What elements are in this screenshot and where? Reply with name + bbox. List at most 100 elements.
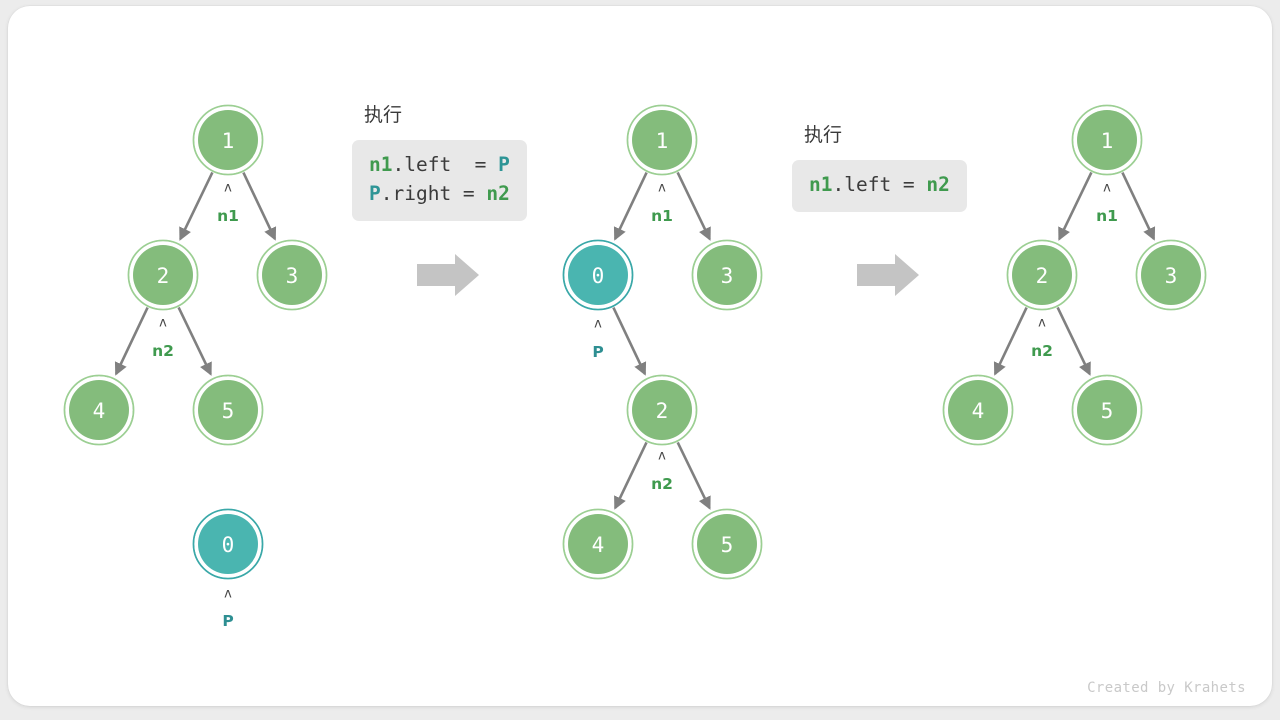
caret-icon: ʌ: [658, 449, 666, 464]
tree-node-1[interactable]: 1: [626, 104, 698, 176]
node-body: [262, 245, 322, 305]
pointer-n1: ʌn1: [1096, 181, 1118, 226]
tree-node-0[interactable]: 0: [192, 508, 264, 580]
node-outer-ring: [691, 239, 763, 311]
node-gap-ring: [65, 376, 133, 444]
tree-edge: [1058, 171, 1093, 241]
code-token: n2: [926, 173, 950, 196]
caret-icon: ʌ: [1103, 181, 1111, 196]
tree-edge: [676, 441, 711, 510]
node-value-label: 0: [222, 533, 235, 557]
tree-edge: [993, 306, 1028, 376]
tree-edge: [177, 306, 212, 376]
tree-node-3[interactable]: 3: [256, 239, 328, 311]
node-gap-ring: [693, 241, 761, 309]
caret-icon: ʌ: [159, 316, 167, 331]
node-body: [632, 380, 692, 440]
node-value-label: 2: [1036, 264, 1049, 288]
node-body: [1077, 380, 1137, 440]
tree-node-4[interactable]: 4: [63, 374, 135, 446]
pointer-label-text: n2: [152, 342, 174, 360]
node-gap-ring: [1137, 241, 1205, 309]
tree-node-5[interactable]: 5: [691, 508, 763, 580]
node-gap-ring: [564, 241, 632, 309]
node-gap-ring: [628, 376, 696, 444]
node-body: [198, 380, 258, 440]
pointer-p: ʌP: [222, 587, 233, 631]
node-value-label: 3: [286, 264, 299, 288]
node-outer-ring: [192, 508, 264, 580]
node-value-label: 2: [157, 264, 170, 288]
pointer-label-text: P: [222, 612, 233, 630]
node-gap-ring: [944, 376, 1012, 444]
node-body: [568, 245, 628, 305]
credit-text: Created by Krahets: [1087, 680, 1246, 696]
code-token: n1: [809, 173, 833, 196]
node-outer-ring: [942, 374, 1014, 446]
node-body: [198, 110, 258, 170]
tree-edge: [179, 171, 214, 241]
node-value-label: 1: [222, 129, 235, 153]
tree-node-2[interactable]: 2: [626, 374, 698, 446]
node-outer-ring: [626, 374, 698, 446]
node-value-label: 4: [592, 533, 605, 557]
tree-node-0[interactable]: 0: [562, 239, 634, 311]
node-body: [1012, 245, 1072, 305]
node-gap-ring: [1008, 241, 1076, 309]
node-value-label: 4: [972, 399, 985, 423]
pointer-label-text: n2: [651, 475, 673, 493]
step-arrow-2: [417, 254, 479, 296]
node-gap-ring: [628, 106, 696, 174]
node-value-label: 5: [1101, 399, 1114, 423]
node-gap-ring: [194, 106, 262, 174]
code-line: n1.left = n2: [809, 171, 950, 200]
tree-node-5[interactable]: 5: [1071, 374, 1143, 446]
tree-edge: [676, 171, 711, 241]
node-body: [1141, 245, 1201, 305]
caret-icon: ʌ: [594, 317, 602, 332]
step-3-title: 执行: [804, 124, 843, 146]
code-token: .left =: [832, 173, 927, 196]
tree-node-3[interactable]: 3: [691, 239, 763, 311]
node-value-label: 5: [721, 533, 734, 557]
pointer-n2: ʌ n2: [152, 316, 174, 361]
node-outer-ring: [256, 239, 328, 311]
tree-edge: [614, 441, 648, 510]
tree-node-1[interactable]: 1: [1071, 104, 1143, 176]
tree-node-4[interactable]: 4: [562, 508, 634, 580]
tree-node-4[interactable]: 4: [942, 374, 1014, 446]
caret-icon: ʌ: [1038, 316, 1046, 331]
tree-edge: [114, 306, 149, 376]
code-token: P: [498, 153, 510, 176]
code-token: n1: [369, 153, 393, 176]
node-gap-ring: [194, 510, 262, 578]
tree-node-2[interactable]: 2: [127, 239, 199, 311]
pointer-n2: ʌn2: [1031, 316, 1053, 361]
node-outer-ring: [1135, 239, 1207, 311]
node-body: [697, 514, 757, 574]
code-line: P.right = n2: [369, 180, 510, 209]
code-token: .left =: [392, 153, 499, 176]
caret-icon: ʌ: [224, 587, 232, 602]
node-outer-ring: [63, 374, 135, 446]
node-body: [1077, 110, 1137, 170]
tree-node-3[interactable]: 3: [1135, 239, 1207, 311]
node-value-label: 1: [1101, 129, 1114, 153]
node-outer-ring: [192, 374, 264, 446]
node-outer-ring: [562, 508, 634, 580]
step-arrows-layer: [417, 254, 919, 296]
tree-node-5[interactable]: 5: [192, 374, 264, 446]
pointer-label-text: n1: [217, 207, 239, 225]
tree-node-1[interactable]: 1: [192, 104, 264, 176]
node-body: [632, 110, 692, 170]
node-body: [198, 514, 258, 574]
tree-node-2[interactable]: 2: [1006, 239, 1078, 311]
code-token: .right =: [380, 181, 487, 205]
node-outer-ring: [562, 239, 634, 311]
node-outer-ring: [127, 239, 199, 311]
node-gap-ring: [564, 510, 632, 578]
node-value-label: 3: [1165, 264, 1178, 288]
